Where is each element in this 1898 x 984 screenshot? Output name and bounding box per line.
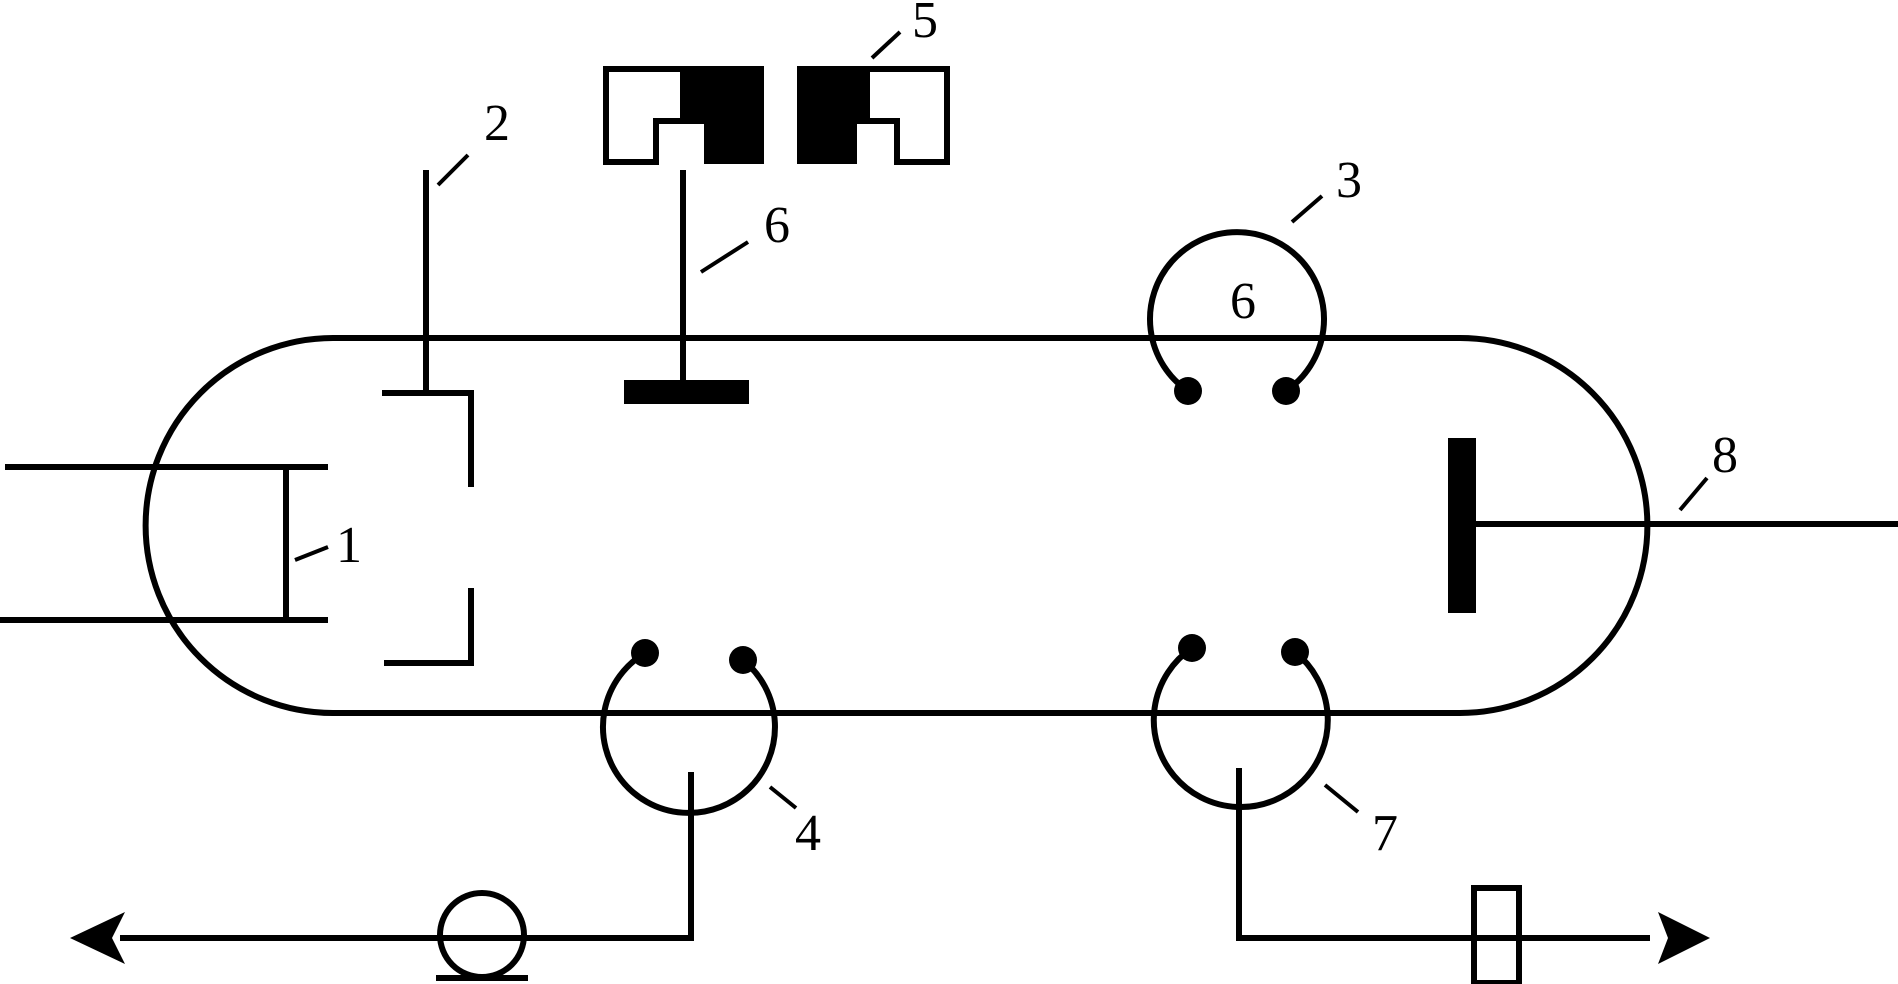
label-4: 4 [795,805,821,862]
component-2-aperture-electrode [382,170,474,666]
component-6-plate-electrode [624,170,749,404]
label-2: 2 [484,95,510,152]
label-3: 3 [1336,152,1362,209]
component-8-collector [1448,438,1898,613]
label-6-coil: 6 [1230,273,1256,330]
label-8: 8 [1712,427,1738,484]
leader-lines [294,30,1709,814]
component-5-magnets [603,66,950,165]
chamber-outline [142,335,1651,716]
component-7-loop-coil [1150,634,1650,941]
right-arrowhead [1658,912,1710,964]
left-arrowhead [70,912,125,964]
label-7: 7 [1372,805,1398,862]
valve-symbol [1471,885,1522,984]
label-6-top: 6 [764,197,790,254]
label-5: 5 [912,0,938,49]
label-1: 1 [336,517,362,574]
component-4-loop-coil [120,639,778,941]
component-1-inlet [0,464,328,623]
pump-symbol [436,890,528,981]
component-3-loop-coil [1147,229,1327,405]
